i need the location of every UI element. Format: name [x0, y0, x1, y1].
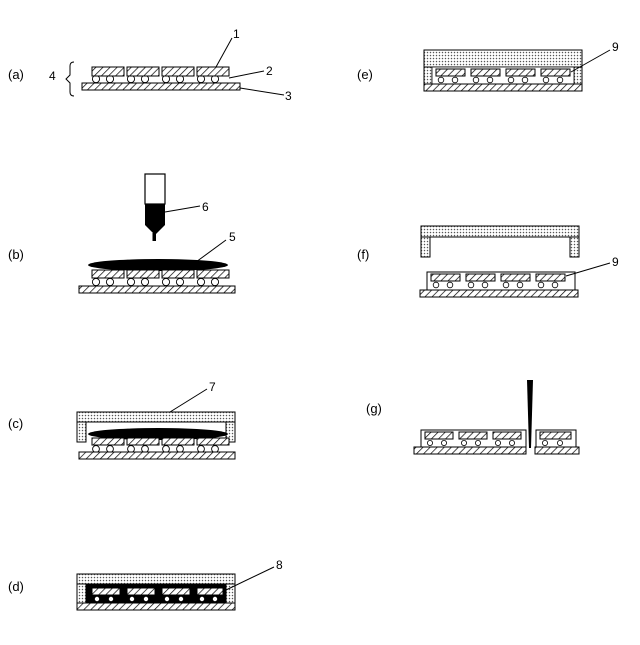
- callout-6: 6: [202, 200, 209, 214]
- dicing-blade: [527, 380, 533, 448]
- callout-5: 5: [229, 230, 236, 244]
- step-a: (a) 4 1 2 3: [8, 27, 292, 103]
- step-g-label: (g): [366, 401, 382, 416]
- step-c: (c) 7: [8, 380, 235, 459]
- substrate-c: [79, 452, 235, 459]
- step-a-label: (a): [8, 67, 24, 82]
- substrate-right-g: [535, 447, 579, 454]
- syringe: [145, 174, 165, 241]
- leader-2: [229, 71, 264, 78]
- step-f-label: (f): [357, 247, 369, 262]
- callout-1: 1: [233, 27, 240, 41]
- leader-3: [240, 88, 284, 95]
- substrate-left-g: [414, 447, 526, 454]
- substrate-b: [79, 286, 235, 293]
- leader-6: [165, 206, 200, 212]
- step-b-label: (b): [8, 247, 24, 262]
- step-e-label: (e): [357, 67, 373, 82]
- callout-8: 8: [276, 558, 283, 572]
- substrate-f: [420, 290, 578, 297]
- leader-9-f: [566, 263, 610, 276]
- step-f: (f) 9: [357, 226, 619, 297]
- step-e: (e) 9: [357, 40, 619, 91]
- callout-7: 7: [209, 380, 216, 394]
- step-c-label: (c): [8, 416, 23, 431]
- substrate-e: [424, 84, 582, 91]
- chips-a: [92, 67, 229, 76]
- leader-5: [196, 240, 226, 262]
- leader-7: [170, 389, 207, 412]
- leader-1: [216, 38, 232, 67]
- bumps-c: [93, 446, 219, 453]
- callout-4: 4: [49, 69, 56, 83]
- substrate-a: [82, 83, 240, 90]
- step-d: (d) 8: [8, 558, 283, 610]
- step-g: (g): [366, 380, 579, 454]
- callout-9-f: 9: [612, 255, 619, 269]
- mold-lifted: [421, 226, 579, 257]
- resin-drop-5: [88, 259, 228, 271]
- callout-9-e: 9: [612, 40, 619, 54]
- callout-2: 2: [266, 64, 273, 78]
- step-d-label: (d): [8, 579, 24, 594]
- chips-g: [425, 432, 571, 439]
- callout-3: 3: [285, 89, 292, 103]
- substrate-d: [77, 603, 235, 610]
- step-b: (b) 6 5: [8, 174, 236, 293]
- chips-b: [92, 270, 229, 278]
- brace-4: [66, 62, 74, 96]
- bumps-b: [92, 278, 218, 285]
